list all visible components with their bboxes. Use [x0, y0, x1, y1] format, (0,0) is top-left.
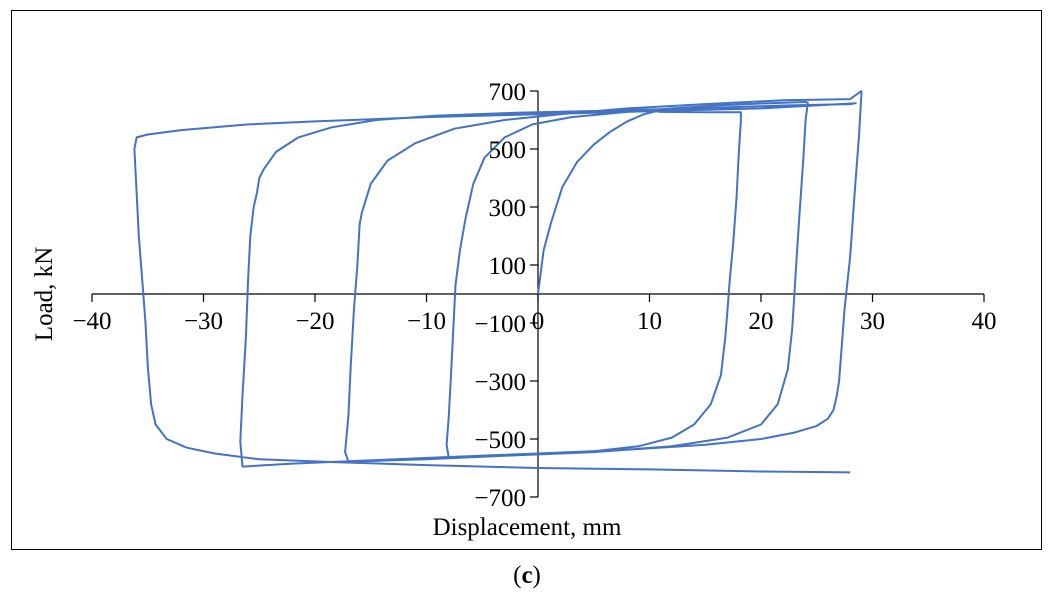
x-tick-label: −30 [184, 308, 223, 335]
y-tick-label: 700 [489, 79, 527, 106]
x-tick-label: 10 [637, 308, 662, 335]
y-tick-label: −300 [474, 369, 526, 396]
x-tick-label: −20 [295, 308, 334, 335]
y-tick-label: −100 [474, 311, 526, 338]
y-tick-label: 500 [489, 137, 527, 164]
caption-open: ( [513, 562, 522, 589]
x-tick-label: −10 [407, 308, 446, 335]
y-tick-label: −500 [474, 427, 526, 454]
hysteresis-curve [133, 90, 863, 474]
x-tick-label: −40 [72, 308, 111, 335]
y-tick-label: 300 [489, 195, 527, 222]
caption-letter: c [521, 562, 533, 589]
caption-close: ) [532, 562, 541, 589]
x-tick-label: 30 [860, 308, 885, 335]
x-tick-label: 0 [532, 308, 545, 335]
y-tick-label: −700 [474, 485, 526, 512]
figure-caption: (c) [0, 562, 1054, 590]
x-axis-title: Displacement, mm [433, 514, 622, 541]
x-tick-label: 40 [972, 308, 997, 335]
y-tick-label: 100 [489, 253, 527, 280]
x-tick-label: 20 [749, 308, 774, 335]
y-axis-title: Load, kN [31, 247, 58, 341]
